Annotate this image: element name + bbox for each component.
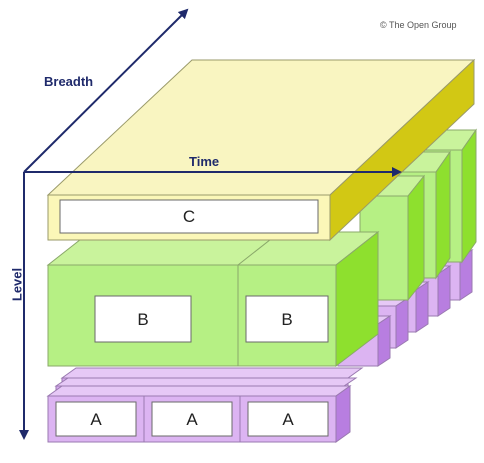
axes: [19, 8, 402, 440]
box-a-2: [151, 401, 233, 437]
box-a-3-label: A: [282, 410, 294, 429]
layer-b: [46, 128, 477, 368]
box-b-2: [245, 295, 329, 343]
time-axis-label: Time: [189, 154, 220, 169]
box-b-2-label: B: [281, 310, 293, 329]
box-a-2-label: A: [186, 410, 198, 429]
box-c-label: C: [182, 207, 196, 226]
breadth-axis-label: Breadth: [44, 74, 94, 89]
breadth-axis-arrow: [23, 8, 189, 173]
box-a-3: [247, 401, 329, 437]
copyright-notice: © The Open Group: [380, 20, 457, 30]
layer-a-front-row: [46, 385, 352, 443]
box-c: [59, 199, 319, 234]
box-b-1: [94, 295, 192, 343]
level-axis-label: Level: [9, 267, 25, 302]
box-b-1-label: B: [137, 310, 149, 329]
box-a-1-label: A: [90, 410, 102, 429]
box-a-1: [55, 401, 137, 437]
layer-c: [46, 58, 476, 242]
